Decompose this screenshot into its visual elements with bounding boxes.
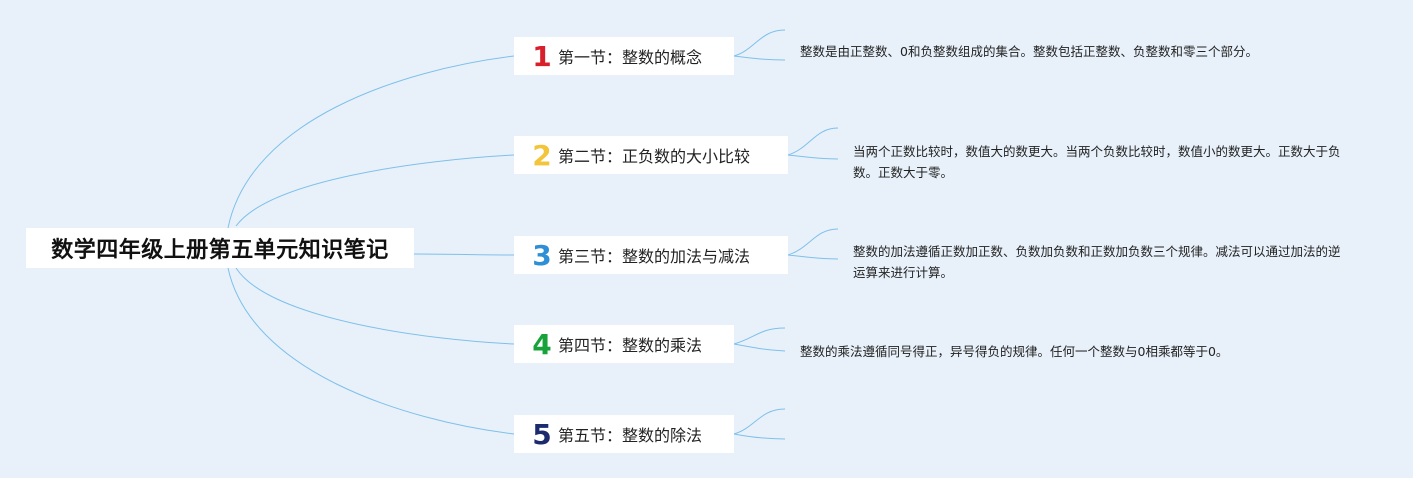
link-desc-4 bbox=[733, 327, 786, 352]
section-node-2[interactable]: 2 第二节：正负数的大小比较 bbox=[514, 136, 788, 174]
link-root-1 bbox=[227, 55, 515, 229]
section-number-1: 1 bbox=[532, 39, 552, 73]
section-desc-1: 整数是由正整数、0和负整数组成的集合。整数包括正整数、负整数和零三个部分。 bbox=[800, 44, 1258, 59]
section-number-4: 4 bbox=[532, 327, 552, 361]
link-desc-3 bbox=[787, 228, 839, 260]
section-label-4: 第四节：整数的乘法 bbox=[558, 336, 703, 355]
section-number-5: 5 bbox=[532, 417, 552, 451]
section-node-1[interactable]: 1 第一节：整数的概念 bbox=[514, 37, 734, 75]
section-desc-3: 整数的加法遵循正数加正数、负数加负数和正数加负数三个规律。减法可以通过加法的逆运… bbox=[853, 244, 1341, 280]
link-desc-5 bbox=[733, 408, 786, 440]
link-root-4 bbox=[235, 267, 515, 345]
section-number-2: 2 bbox=[532, 138, 552, 172]
link-root-5 bbox=[227, 267, 515, 435]
section-node-3[interactable]: 3 第三节：整数的加法与减法 bbox=[514, 236, 788, 274]
section-node-5[interactable]: 5 第五节：整数的除法 bbox=[514, 415, 734, 453]
link-root-3 bbox=[413, 253, 515, 256]
section-label-1: 第一节：整数的概念 bbox=[558, 48, 703, 67]
section-label-3: 第三节：整数的加法与减法 bbox=[558, 247, 751, 266]
link-root-2 bbox=[235, 154, 515, 227]
section-label-5: 第五节：整数的除法 bbox=[558, 426, 703, 445]
link-desc-1 bbox=[733, 29, 786, 61]
section-desc-4: 整数的乘法遵循同号得正，异号得负的规律。任何一个整数与0相乘都等于0。 bbox=[800, 344, 1229, 359]
section-label-2: 第二节：正负数的大小比较 bbox=[558, 147, 751, 166]
section-desc-2: 当两个正数比较时，数值大的数更大。当两个负数比较时，数值小的数更大。正数大于负数… bbox=[853, 144, 1341, 180]
root-topic[interactable]: 数学四年级上册第五单元知识笔记 bbox=[26, 228, 414, 268]
link-desc-2 bbox=[787, 127, 839, 160]
section-node-4[interactable]: 4 第四节：整数的乘法 bbox=[514, 325, 734, 363]
section-number-3: 3 bbox=[532, 238, 552, 272]
